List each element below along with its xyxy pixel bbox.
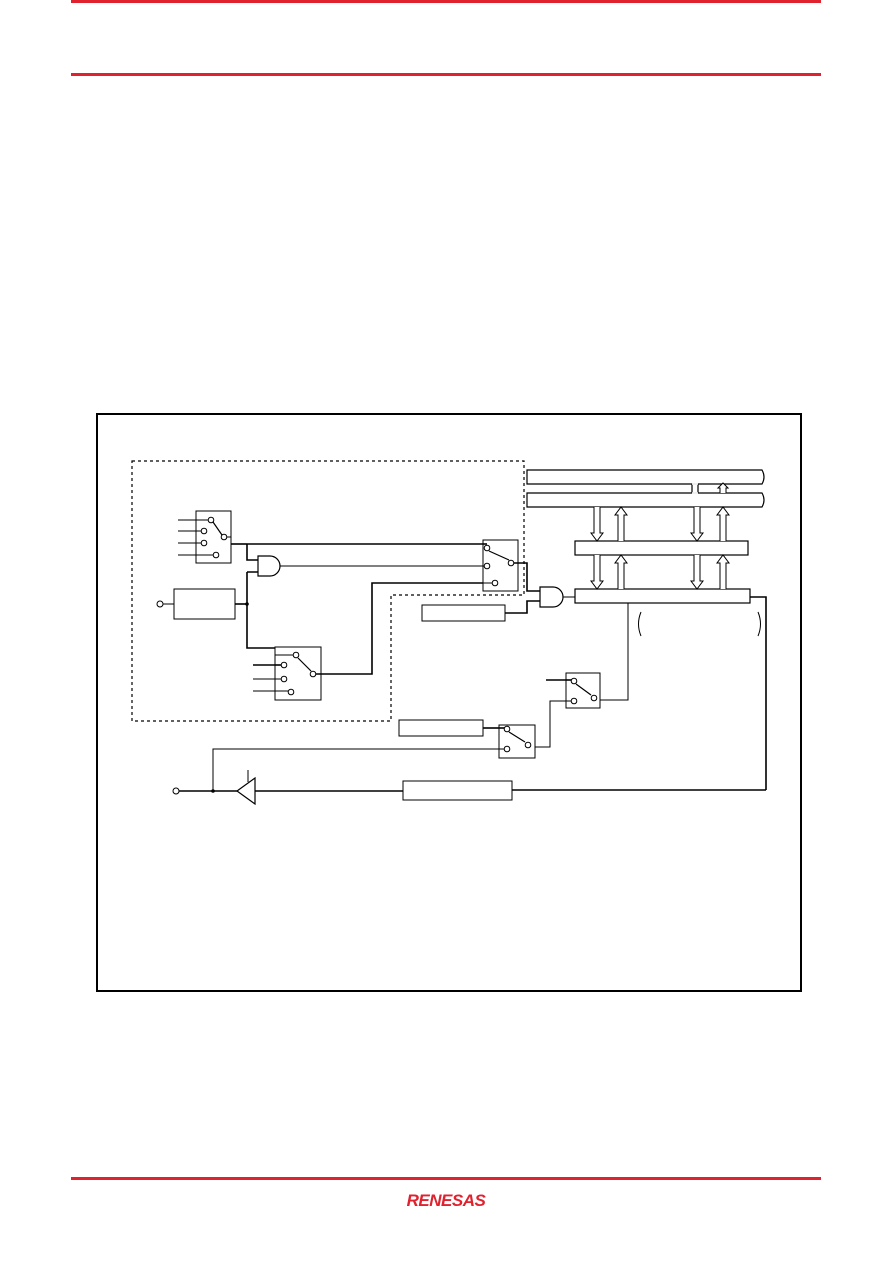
selector-switch-4: [546, 672, 601, 709]
logo-text: RENESAS: [407, 1191, 487, 1210]
control-block-1: [421, 604, 506, 622]
header-rule-top: [71, 73, 821, 76]
bus-transfer-arrows: [590, 506, 730, 590]
header-rule: [71, 0, 821, 3]
control-block-2: [398, 719, 484, 737]
upper-register: [574, 540, 749, 556]
renesas-logo-icon: RENESAS: [407, 1191, 487, 1210]
selector-switch-2: [253, 646, 322, 701]
output-terminal: [172, 787, 180, 795]
dashed-region: [131, 460, 525, 722]
clock-input-terminal: [156, 600, 164, 608]
internal-bus-upper: [526, 469, 765, 485]
diagram-frame: [96, 413, 802, 992]
and-gate-2: [539, 586, 564, 608]
output-buffer: [235, 770, 256, 806]
internal-bus-lower: [526, 492, 765, 508]
selector-switch-3: [482, 539, 519, 592]
lower-register: [574, 588, 751, 604]
bus-arrow-up: [716, 482, 730, 493]
selector-switch-5: [483, 724, 536, 759]
output-block: [402, 780, 513, 801]
bracket-left: [638, 611, 642, 637]
bracket-right: [757, 611, 761, 637]
clock-block: [173, 588, 236, 620]
selector-switch-1: [178, 510, 232, 564]
footer-rule: [71, 1177, 821, 1180]
and-gate-1: [257, 555, 281, 577]
